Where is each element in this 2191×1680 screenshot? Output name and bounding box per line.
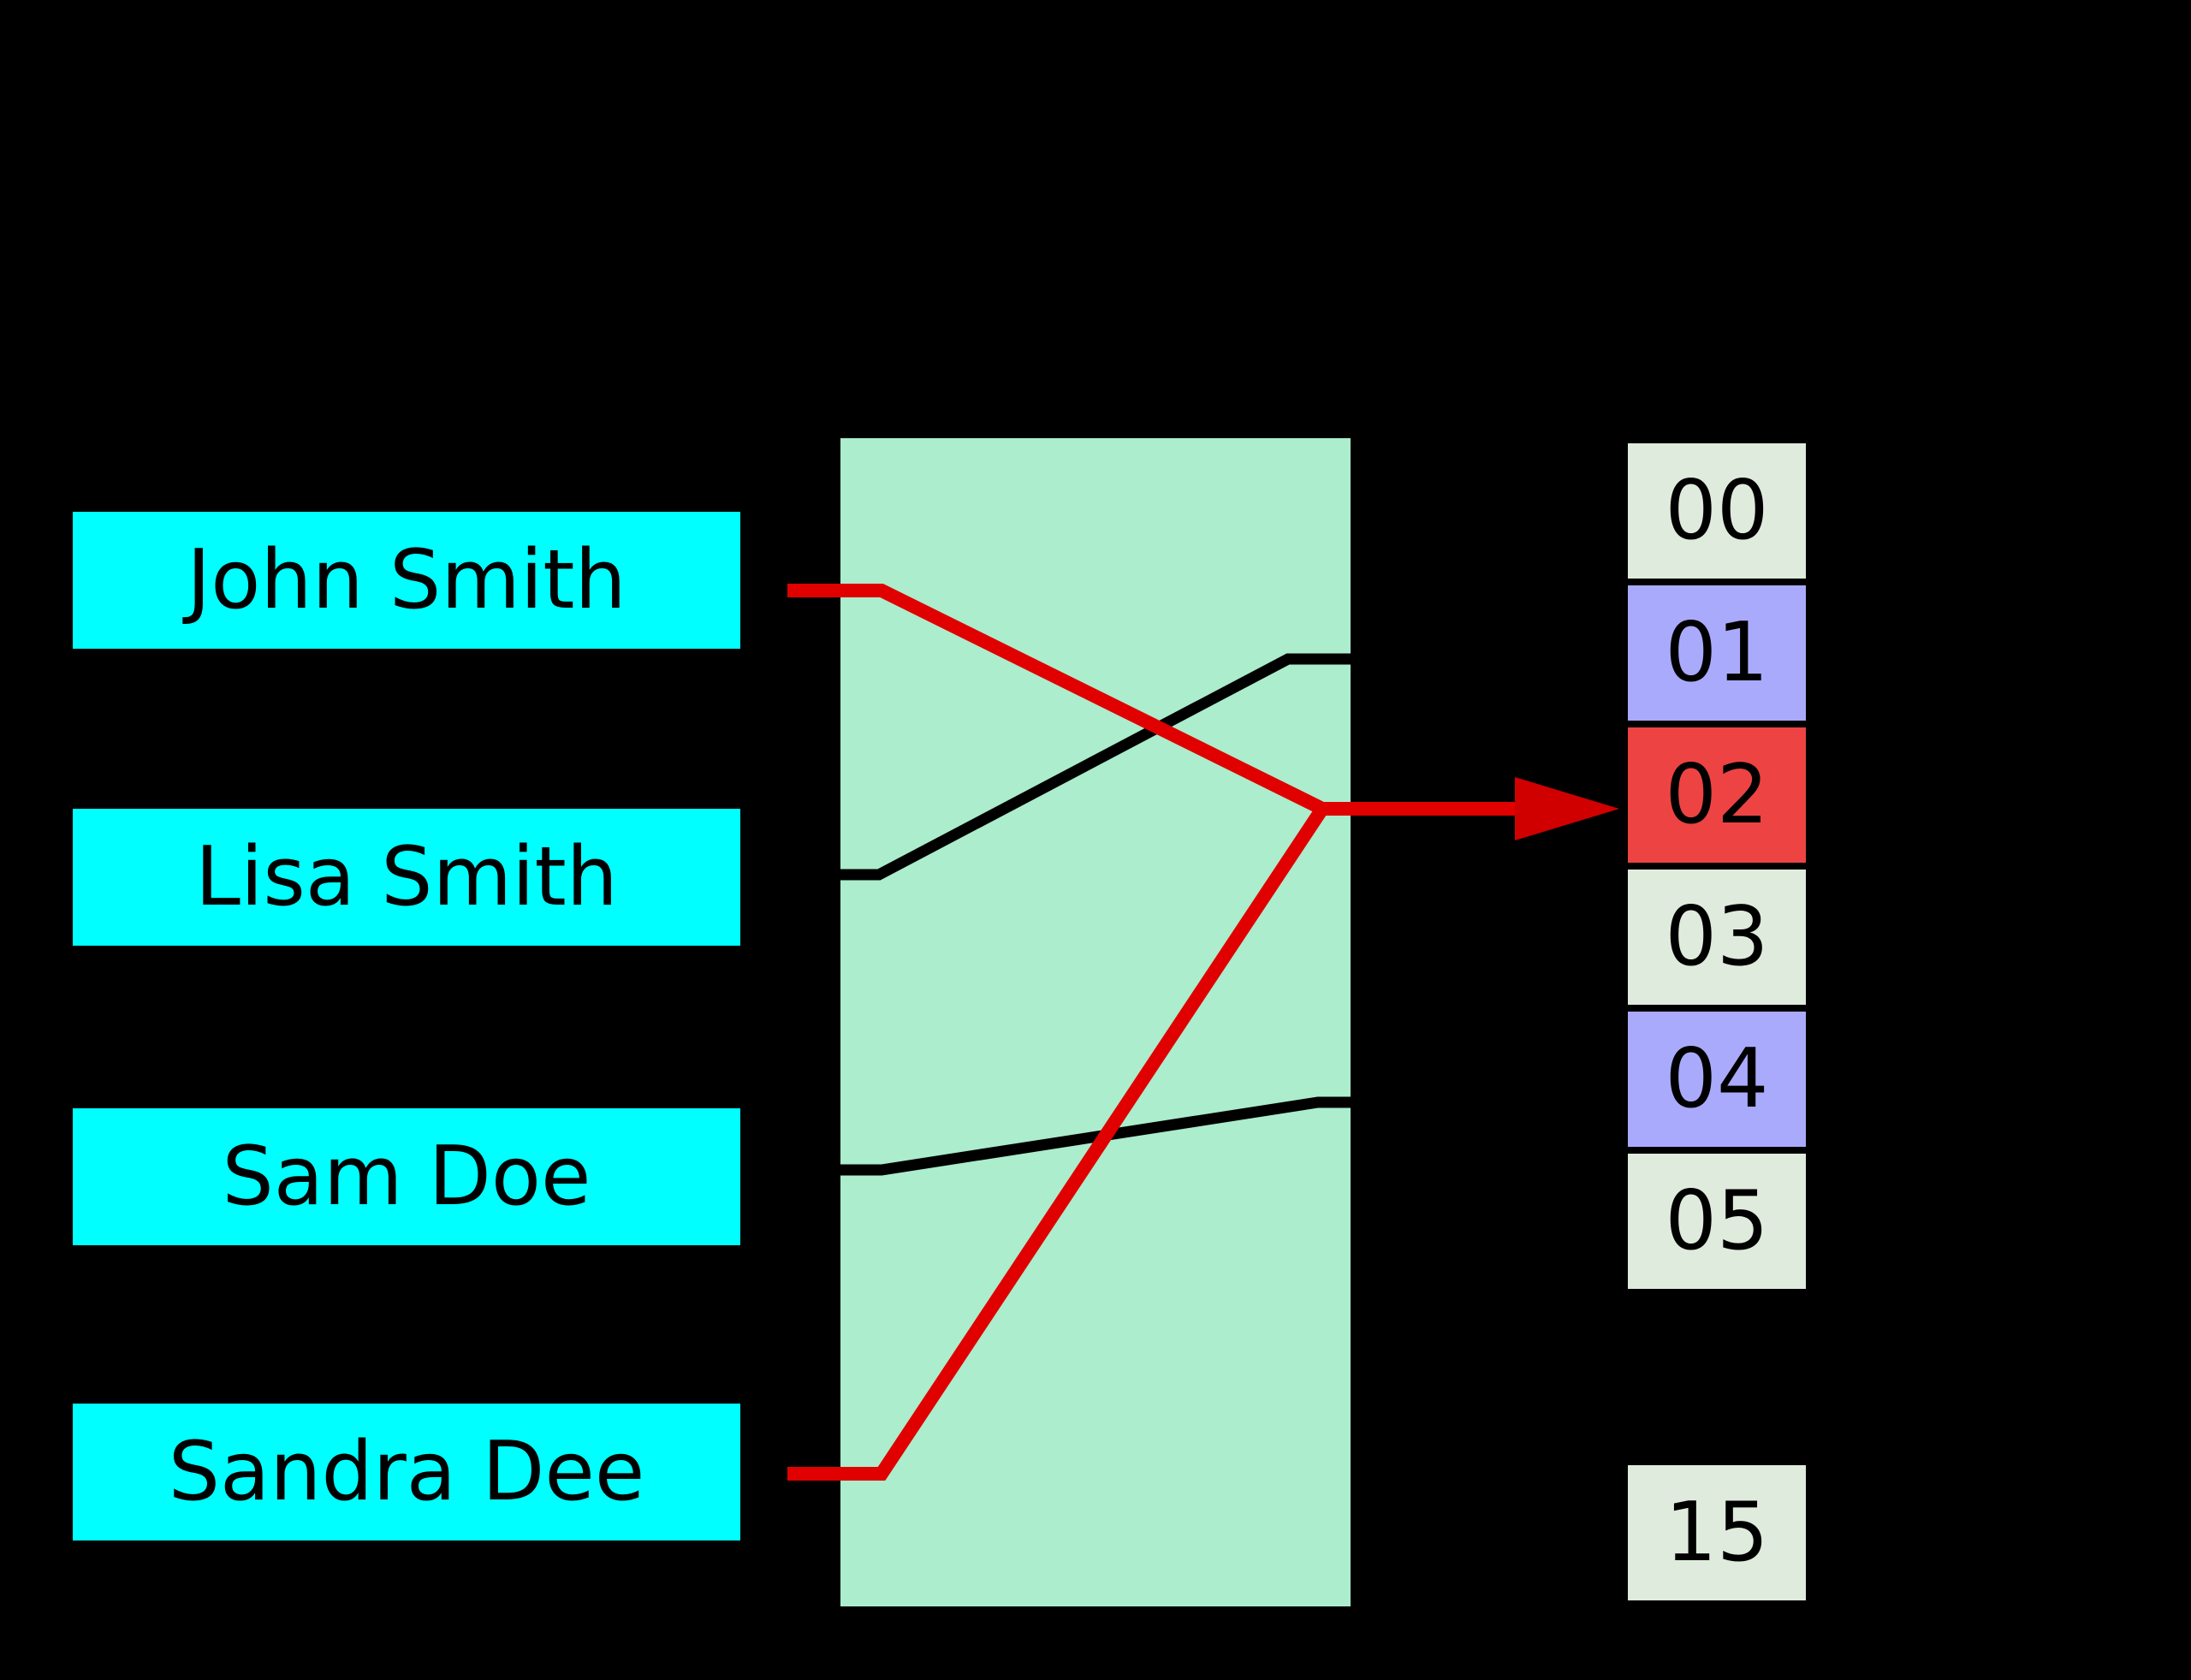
hash-function-panel: [840, 438, 1351, 1606]
bucket-index-label: 03: [1665, 889, 1769, 984]
arrow-head-icon: [1515, 777, 1619, 840]
key-label: Sandra Dee: [168, 1424, 645, 1519]
bucket-cell-15[interactable]: 15: [1628, 1465, 1806, 1600]
key-box-john-smith[interactable]: John Smith: [73, 512, 740, 649]
bucket-cell-01[interactable]: 01: [1628, 585, 1806, 721]
key-label: John Smith: [187, 532, 626, 627]
key-box-sandra-dee[interactable]: Sandra Dee: [73, 1404, 740, 1540]
bucket-index-label: 15: [1665, 1485, 1769, 1580]
bucket-index-label: 05: [1665, 1173, 1769, 1268]
bucket-index-label: 04: [1665, 1031, 1769, 1126]
bucket-index-label: 00: [1665, 463, 1769, 558]
bucket-cell-00[interactable]: 00: [1628, 443, 1806, 579]
bucket-index-label: 02: [1665, 747, 1769, 842]
key-box-lisa-smith[interactable]: Lisa Smith: [73, 809, 740, 946]
bucket-index-label: 01: [1665, 605, 1769, 700]
bucket-cell-05[interactable]: 05: [1628, 1154, 1806, 1289]
key-box-sam-doe[interactable]: Sam Doe: [73, 1108, 740, 1245]
key-label: Sam Doe: [222, 1129, 591, 1224]
key-label: Lisa Smith: [195, 829, 618, 924]
bucket-cell-04[interactable]: 04: [1628, 1012, 1806, 1147]
bucket-cell-03[interactable]: 03: [1628, 870, 1806, 1005]
bucket-cell-02[interactable]: 02: [1628, 727, 1806, 863]
